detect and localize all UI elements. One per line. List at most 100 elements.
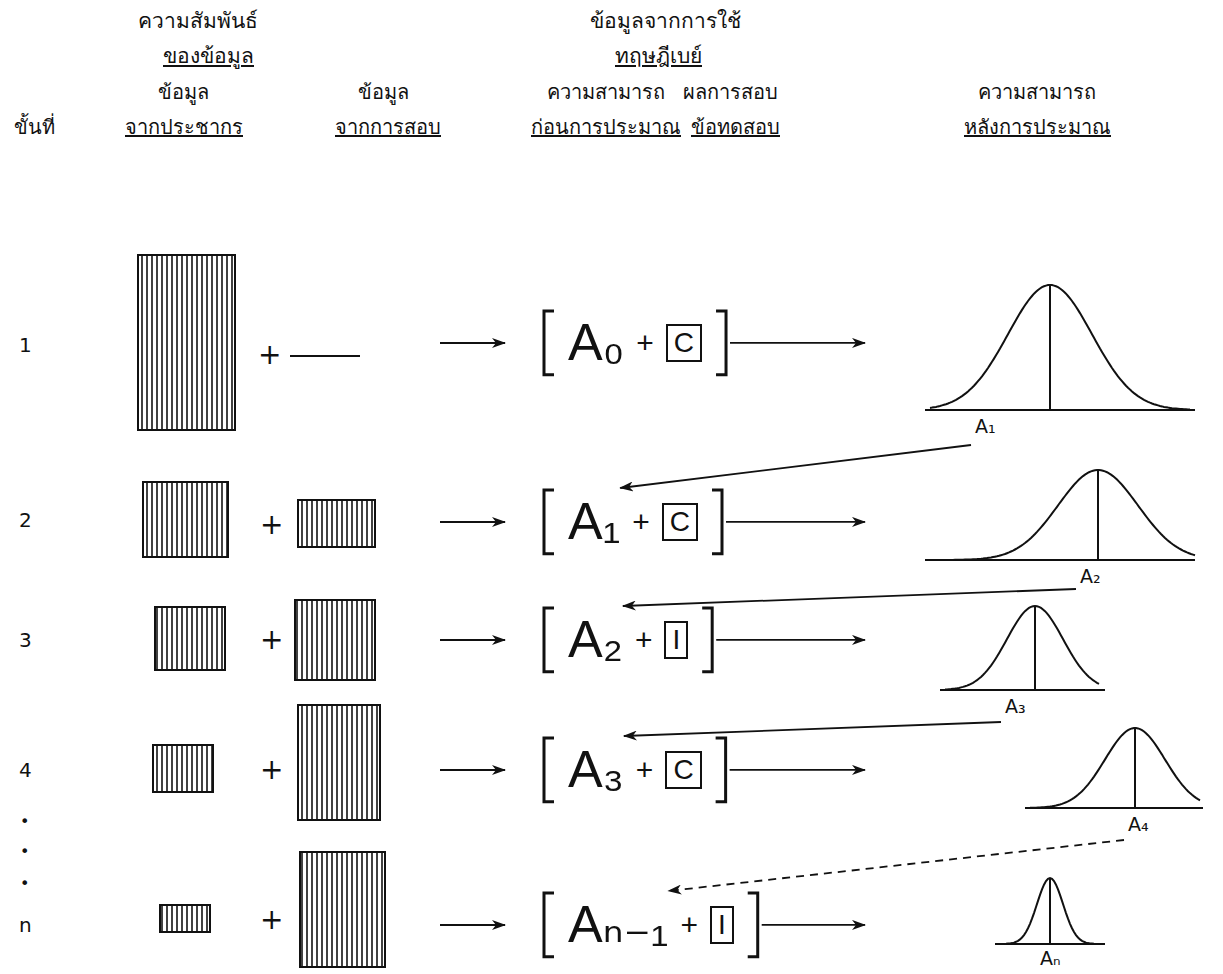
curve-axis — [925, 409, 1195, 411]
column-heading: ข้อมูล — [358, 79, 409, 105]
result-box: C — [662, 503, 698, 541]
column-heading: จากการสอบ — [335, 114, 441, 140]
column-heading: จากประชากร — [125, 114, 243, 140]
connector — [624, 722, 1001, 736]
test-data-block — [295, 600, 375, 680]
ability-estimate-label: A₂ — [1080, 566, 1101, 587]
plus-sign: + — [632, 505, 650, 540]
curve-axis — [940, 689, 1105, 691]
column-heading: ข้อมูล — [158, 79, 209, 105]
distribution-curve: A₄ — [865, 722, 1205, 840]
column-heading: ข้อทดสอบ — [691, 114, 780, 140]
bell-curve — [1000, 878, 1100, 944]
distribution-curve: A₃ — [865, 596, 1115, 722]
plus-sign: + — [680, 908, 698, 943]
plus-sign: + — [635, 623, 653, 658]
plus-sign: + — [260, 902, 283, 938]
test-data-block — [298, 705, 380, 820]
continuation-dot: • — [20, 812, 29, 833]
ability-estimate-label: A₃ — [1005, 696, 1026, 717]
continuation-dot: • — [20, 842, 29, 863]
bracket-expression: Aₙ₋₁ + I — [540, 891, 762, 959]
result-box: I — [664, 621, 688, 659]
flow-arrow — [440, 342, 505, 344]
mean-line — [1097, 470, 1099, 560]
population-data-block — [138, 255, 235, 430]
test-result: I — [672, 624, 680, 655]
test-result: C — [674, 327, 694, 358]
ability-estimate-label: Aₙ — [1040, 948, 1061, 969]
column-heading: หลังการประมาณ — [964, 114, 1111, 140]
square-bracket — [544, 608, 712, 672]
connector — [620, 445, 971, 488]
column-heading: ผลการสอบ — [683, 79, 778, 105]
distribution-curve: Aₙ — [865, 873, 1115, 971]
result-box: I — [710, 906, 734, 944]
bell-curve — [930, 285, 1190, 410]
plus-sign: + — [636, 753, 654, 788]
bracket-expression: A₂+I — [540, 606, 716, 674]
connector — [730, 342, 865, 344]
square-bracket — [544, 738, 726, 802]
mean-line — [1034, 606, 1036, 690]
bell-curve — [945, 606, 1099, 690]
population-data-block — [153, 745, 213, 792]
connector — [726, 521, 865, 523]
distribution-curve: A₂ — [865, 462, 1200, 589]
mean-line — [1134, 728, 1136, 808]
curve-drawing — [865, 722, 1205, 840]
connector — [623, 589, 1076, 606]
column-heading: ความสามารถ — [547, 79, 665, 105]
plus-sign: + — [260, 752, 283, 788]
ability-symbol: A₁ — [568, 492, 620, 552]
distribution-curve: A₁ — [865, 280, 1200, 445]
row-heading: ขั้นที่ — [14, 114, 55, 140]
step-number: n — [19, 912, 32, 938]
flow-arrow — [440, 639, 505, 641]
bell-curve — [1030, 728, 1200, 808]
test-result: C — [670, 506, 690, 537]
plus-sign: + — [636, 326, 654, 361]
ability-symbol: A₃ — [568, 740, 624, 800]
population-data-block — [160, 905, 210, 932]
ability-symbol: A₀ — [568, 313, 624, 373]
plus-sign: + — [260, 507, 283, 543]
connector — [716, 639, 865, 641]
test-result: I — [718, 909, 726, 940]
bracket-expression: A₃ + C — [540, 736, 730, 804]
connector — [730, 769, 865, 771]
continuation-dot: • — [20, 874, 29, 895]
bell-curve — [925, 470, 1195, 560]
curve-drawing — [865, 873, 1115, 971]
mean-line — [1049, 878, 1051, 944]
group-heading: ข้อมูลจากการใช้ — [590, 8, 741, 35]
step-number: 2 — [19, 507, 32, 533]
mean-line — [1049, 285, 1051, 410]
group-heading: ทฤษฎีเบย์ — [615, 43, 702, 70]
square-bracket — [544, 490, 722, 554]
curve-drawing — [865, 280, 1200, 445]
test-result: C — [673, 754, 693, 785]
step-number: 4 — [19, 757, 32, 783]
ability-symbol: Aₙ₋₁ — [568, 895, 668, 955]
flow-arrow — [440, 769, 505, 771]
column-heading: ความสามารถ — [978, 79, 1096, 105]
test-data-block — [300, 852, 385, 967]
column-heading: ก่อนการประมาณ — [531, 114, 681, 140]
result-box: C — [665, 751, 701, 789]
flow-arrow — [440, 521, 505, 523]
empty-test-data — [290, 355, 360, 357]
bracket-expression: A₁ + C — [540, 488, 726, 556]
plus-sign: + — [258, 337, 281, 373]
connector — [762, 924, 865, 926]
step-number: 1 — [19, 332, 32, 358]
group-heading: ของข้อมูล — [163, 43, 254, 70]
bracket-expression: A₀ + C — [540, 309, 730, 377]
flow-arrow — [440, 924, 505, 926]
square-bracket — [544, 893, 758, 957]
group-heading: ความสัมพันธ์ — [138, 8, 258, 35]
